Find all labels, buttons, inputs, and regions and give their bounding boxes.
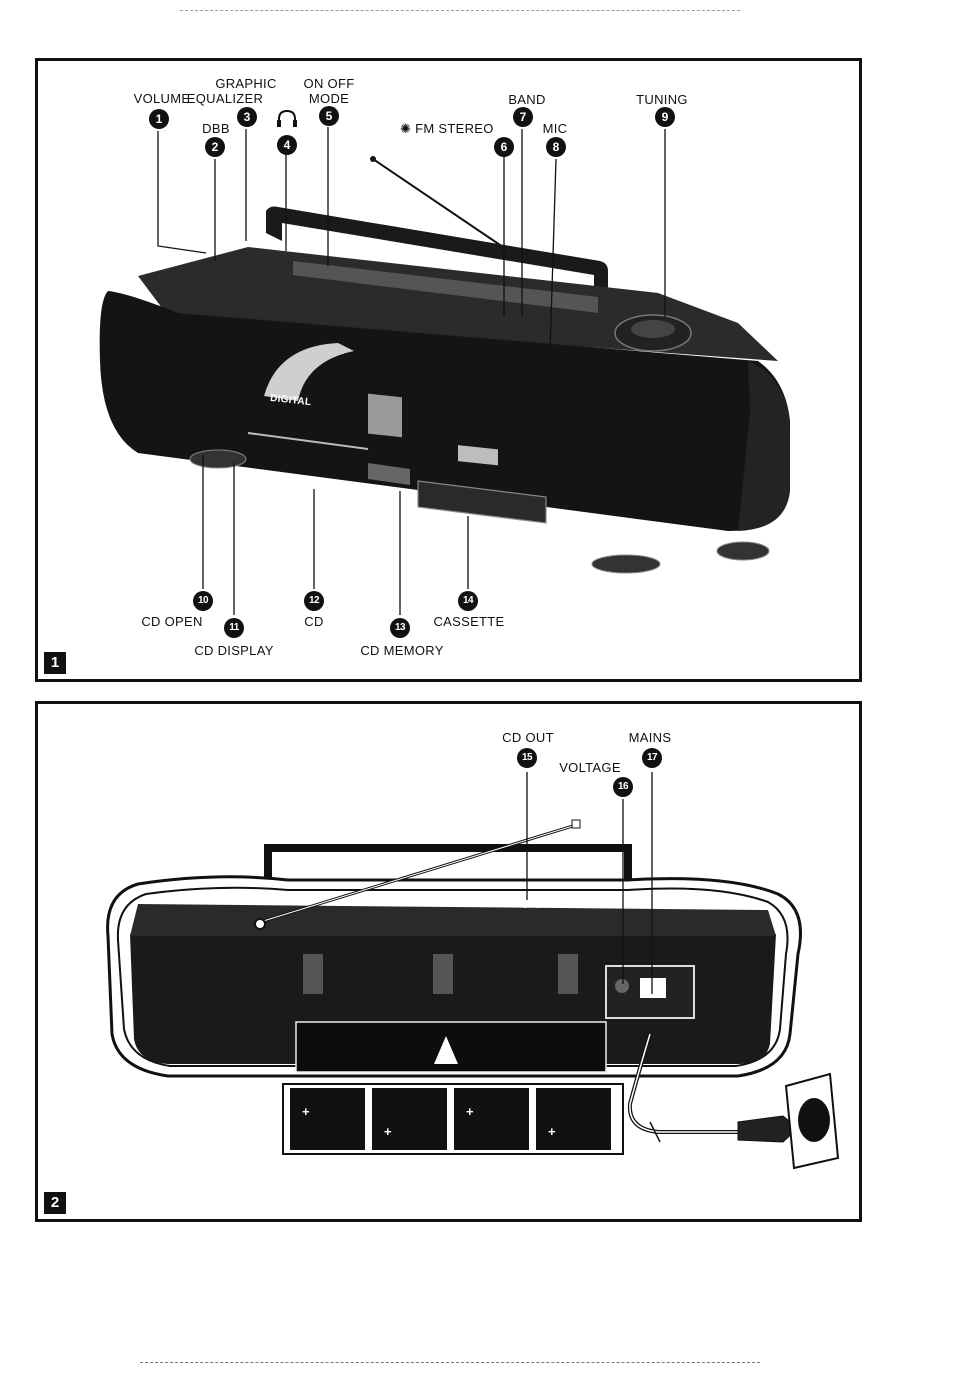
tuning-label: TUNING (636, 92, 688, 107)
battery-plus-3: + (466, 1104, 474, 1119)
mic-label: MIC (542, 121, 568, 136)
volume-label: VOLUME (133, 91, 191, 106)
battery-plus-1: + (302, 1104, 310, 1119)
callout-14: 14 (458, 591, 478, 611)
callout-16: 16 (613, 777, 633, 797)
boombox-front-illustration (99, 127, 790, 615)
mode-label: MODE (308, 91, 350, 106)
callout-9: 9 (655, 107, 675, 127)
callout-11: 11 (224, 618, 244, 638)
callout-2: 2 (205, 137, 225, 157)
cd-memory-label: CD MEMORY (360, 643, 444, 658)
callout-8: 8 (546, 137, 566, 157)
callout-12: 12 (304, 591, 324, 611)
voltage-label: VOLTAGE (559, 760, 621, 775)
band-label: BAND (508, 92, 546, 107)
figure-1-front-view: VOLUME GRAPHIC EQUALIZER ON OFF MODE DBB… (35, 58, 862, 682)
scan-artifact-top (180, 10, 740, 12)
scan-artifact-bottom (140, 1362, 760, 1364)
cd-out-label: CD OUT (502, 730, 554, 745)
callout-3: 3 (237, 107, 257, 127)
mains-label: MAINS (628, 730, 672, 745)
on-off-label: ON OFF (303, 76, 355, 91)
cassette-label: CASSETTE (433, 614, 505, 629)
callout-13: 13 (390, 618, 410, 638)
callout-7: 7 (513, 107, 533, 127)
battery-plus-4: + (548, 1124, 556, 1139)
graphic-label: GRAPHIC (215, 76, 277, 91)
cd-label: CD (304, 614, 324, 629)
callout-4: 4 (277, 135, 297, 155)
equalizer-label: EQUALIZER (186, 91, 264, 106)
callout-17: 17 (642, 748, 662, 768)
figure-number-2: 2 (44, 1192, 66, 1214)
figure-2-rear-view: CD OUT MAINS VOLTAGE 15 16 17 + + + + 2 (35, 701, 862, 1222)
cd-display-label: CD DISPLAY (194, 643, 274, 658)
callout-10: 10 (193, 591, 213, 611)
callout-1: 1 (149, 109, 169, 129)
fm-stereo-label: ✺ FM STEREO (400, 121, 494, 136)
fm-stereo-text: FM STEREO (415, 121, 494, 136)
callout-5: 5 (319, 106, 339, 126)
boombox-rear-illustration (106, 772, 840, 1170)
cd-open-label: CD OPEN (141, 614, 203, 629)
stereo-light-icon: ✺ (400, 121, 412, 136)
callout-15: 15 (517, 748, 537, 768)
dbb-label: DBB (202, 121, 230, 136)
battery-plus-2: + (384, 1124, 392, 1139)
headphones-icon (277, 109, 297, 127)
figure-number-1: 1 (44, 652, 66, 674)
callout-6: 6 (494, 137, 514, 157)
